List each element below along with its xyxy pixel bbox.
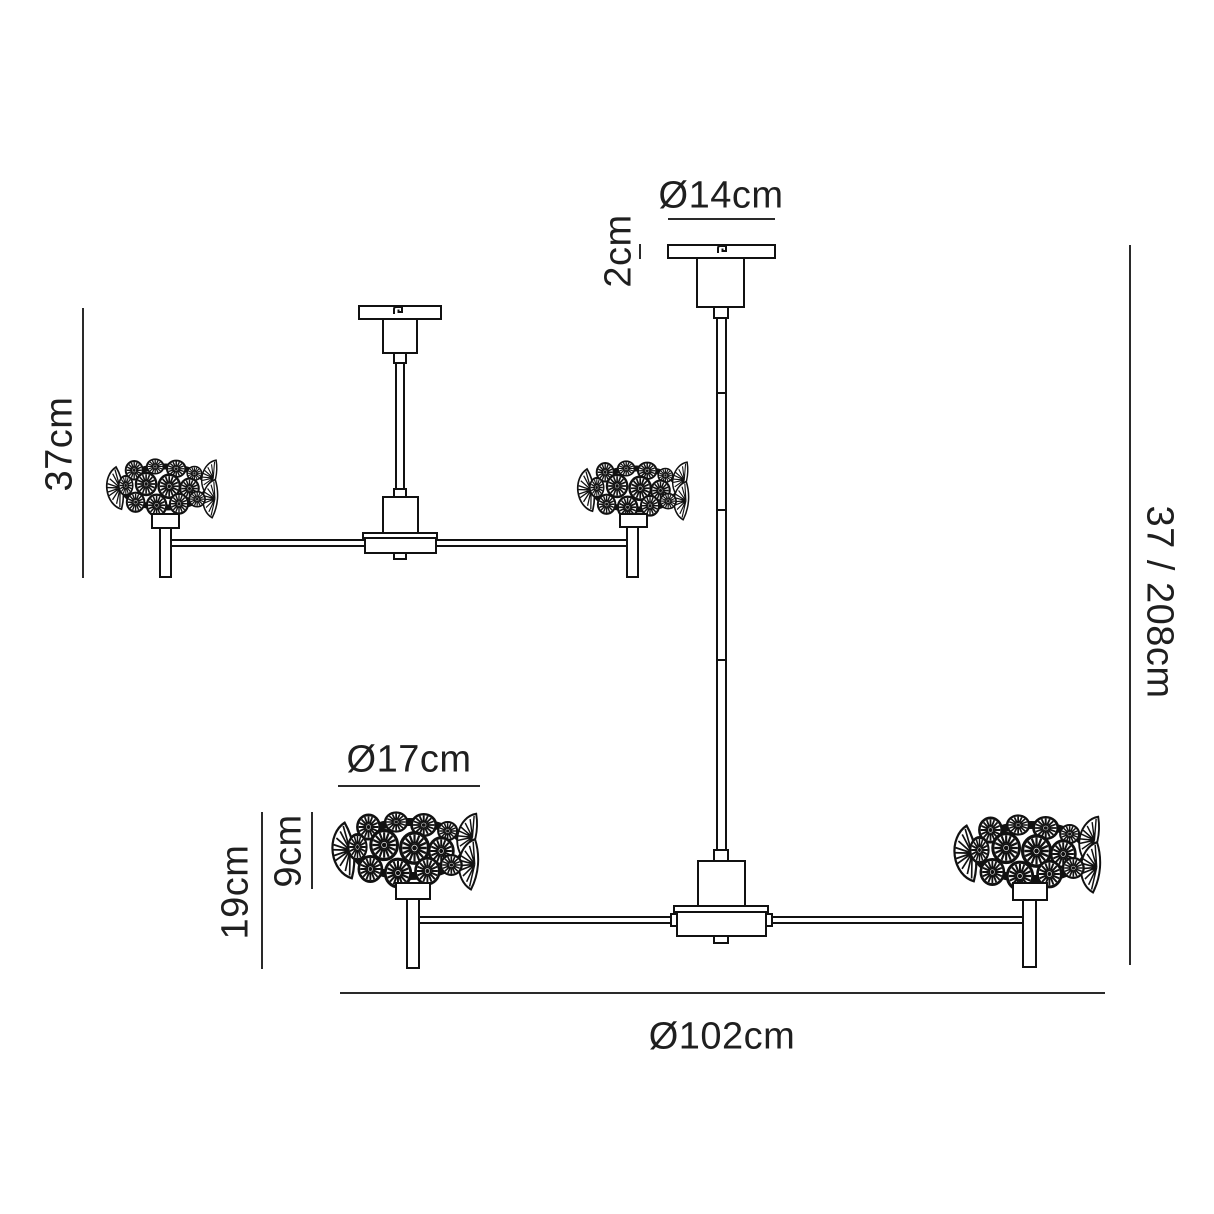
flower-shade (104, 458, 219, 519)
lamp-post (1022, 899, 1037, 968)
dimension-lines (82, 218, 1131, 994)
shade-diameter-label: Ø17cm (346, 738, 472, 781)
semi-flush-column (358, 305, 442, 560)
shade-height-label: 9cm (267, 814, 310, 888)
overall-diameter-label: Ø102cm (648, 1015, 796, 1058)
semi-flush-height-label: 37cm (38, 396, 81, 492)
stem-rod (395, 362, 405, 490)
telescopic-rod (716, 317, 727, 851)
body-box (697, 860, 746, 907)
overall-height-label: 37 / 208cm (1138, 505, 1181, 699)
flower-shade (329, 810, 481, 890)
lamp-post (406, 898, 420, 969)
lamp-socket (619, 513, 648, 528)
flower-shade (575, 460, 690, 521)
canopy-height-label: 2cm (597, 214, 640, 288)
canopy-box (382, 318, 418, 354)
lamp-section-height-label: 19cm (214, 844, 257, 940)
pendant-view (329, 244, 1103, 969)
centre-hub (364, 537, 437, 554)
semi-flush-view (104, 305, 690, 578)
body-box (382, 496, 419, 534)
lamp-socket (395, 882, 431, 900)
lamp-post (626, 526, 639, 578)
lamp-post (159, 527, 172, 578)
pendant-column (667, 244, 776, 944)
lamp-socket (151, 513, 180, 529)
canopy-diameter-label: Ø14cm (658, 174, 784, 217)
lamp-socket (1012, 882, 1048, 901)
centre-hub (676, 911, 767, 937)
flower-shade (951, 813, 1103, 893)
canopy-box (696, 257, 745, 308)
